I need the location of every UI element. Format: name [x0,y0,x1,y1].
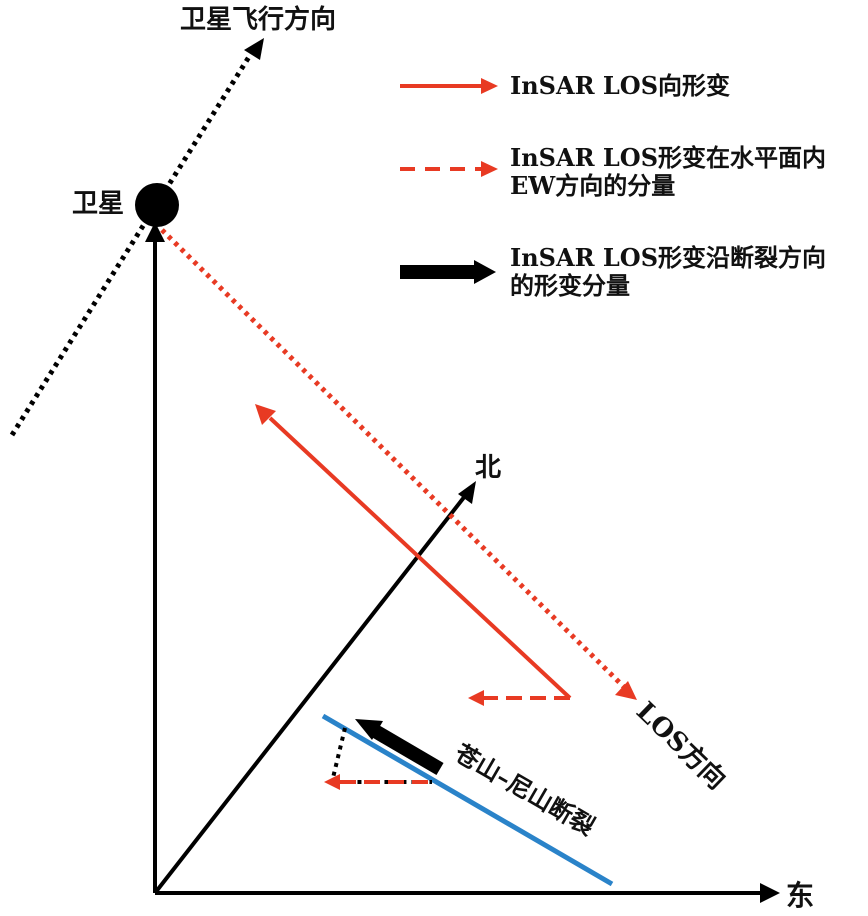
legend-red-dashed-arrowhead [481,161,498,177]
los-deformation-arrow [268,416,572,700]
north-label: 北 [475,453,501,483]
legend-red-solid-arrowhead [481,78,498,94]
legend-item-2-line-2: EW方向的分量 [510,171,675,200]
satellite-label: 卫星 [72,189,124,219]
flight-direction-arrowhead [244,38,264,60]
east-axis-arrowhead [760,883,780,903]
legend-item-2-line-1: InSAR LOS形变在水平面内 [510,143,826,172]
vertical-axis-arrowhead [145,222,165,242]
north-axis-arrowhead [458,481,476,504]
legend-item-3-line-1: InSAR LOS形变沿断裂方向 [510,243,826,272]
east-label: 东 [786,879,814,912]
legend-item-1-text: InSAR LOS向形变 [510,71,730,100]
ew-component-arrowhead-upper [468,690,484,706]
fault-parallel-component-arrowhead [355,719,383,740]
legend-item-3-line-2: 的形变分量 [510,271,630,300]
satellite-flight-line [9,50,255,437]
ew-component-arrowhead-lower [324,774,340,790]
fault-name-label: 苍山–尼山断裂 [449,738,599,842]
satellite-icon [135,183,179,227]
fault-line [321,713,614,887]
satellite-flight-direction-label: 卫星飞行方向 [180,4,336,35]
legend-black-thick-arrowhead [474,260,496,284]
los-deformation-arrowhead [255,404,276,425]
fault-parallel-component-arrow [371,724,444,776]
los-direction-line [160,228,627,690]
los-direction-arrowhead [615,681,637,700]
north-axis [153,494,467,895]
los-direction-label: LOS方向 [630,696,732,796]
